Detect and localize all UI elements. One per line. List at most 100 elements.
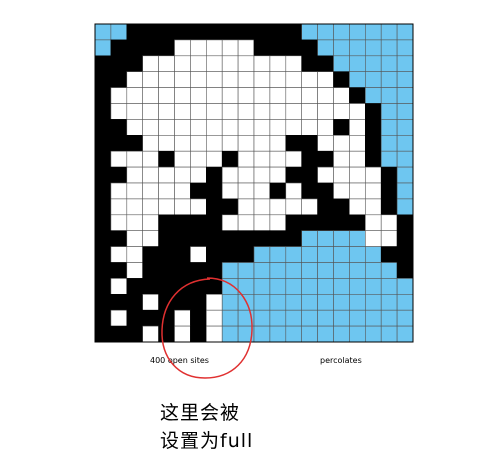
blocked-site[interactable] <box>237 23 255 41</box>
open-site[interactable] <box>126 119 144 136</box>
open-site[interactable] <box>126 246 144 263</box>
open-site[interactable] <box>110 103 128 120</box>
full-site[interactable] <box>380 87 398 104</box>
open-site[interactable] <box>285 71 302 88</box>
open-site[interactable] <box>174 135 191 152</box>
open-site[interactable] <box>237 119 255 136</box>
blocked-site[interactable] <box>158 150 175 168</box>
blocked-site[interactable] <box>221 230 239 247</box>
open-site[interactable] <box>142 214 159 232</box>
open-site[interactable] <box>237 55 255 72</box>
full-site[interactable] <box>333 230 350 247</box>
blocked-site[interactable] <box>301 150 318 168</box>
blocked-site[interactable] <box>333 71 350 88</box>
full-site[interactable] <box>94 23 112 41</box>
full-site[interactable] <box>396 166 414 184</box>
open-site[interactable] <box>301 87 318 104</box>
blocked-site[interactable] <box>94 166 112 184</box>
full-site[interactable] <box>253 309 271 327</box>
full-site[interactable] <box>301 23 318 41</box>
open-site[interactable] <box>221 214 239 232</box>
open-site[interactable] <box>142 119 159 136</box>
open-site[interactable] <box>174 87 191 104</box>
blocked-site[interactable] <box>94 198 112 216</box>
open-site[interactable] <box>253 87 271 104</box>
open-site[interactable] <box>126 182 144 200</box>
open-site[interactable] <box>206 135 223 152</box>
open-site[interactable] <box>110 198 128 216</box>
full-site[interactable] <box>380 119 398 136</box>
full-site[interactable] <box>253 246 271 263</box>
open-site[interactable] <box>158 103 175 120</box>
full-site[interactable] <box>301 230 318 247</box>
open-site[interactable] <box>285 198 302 216</box>
open-site[interactable] <box>269 71 287 88</box>
open-site[interactable] <box>206 150 223 168</box>
blocked-site[interactable] <box>206 198 223 216</box>
open-site[interactable] <box>237 150 255 168</box>
full-site[interactable] <box>333 55 350 72</box>
open-site[interactable] <box>317 135 334 152</box>
full-site[interactable] <box>317 39 334 57</box>
blocked-site[interactable] <box>285 214 302 232</box>
open-site[interactable] <box>126 230 144 247</box>
open-site[interactable] <box>190 103 207 120</box>
open-site[interactable] <box>317 119 334 136</box>
open-site[interactable] <box>364 198 382 216</box>
open-site[interactable] <box>158 55 175 72</box>
blocked-site[interactable] <box>110 262 128 279</box>
full-site[interactable] <box>396 23 414 41</box>
full-site[interactable] <box>396 198 414 216</box>
blocked-site[interactable] <box>317 214 334 232</box>
blocked-site[interactable] <box>94 278 112 295</box>
full-site[interactable] <box>396 182 414 200</box>
blocked-site[interactable] <box>126 23 144 41</box>
blocked-site[interactable] <box>380 198 398 216</box>
full-site[interactable] <box>317 23 334 41</box>
blocked-site[interactable] <box>190 182 207 200</box>
full-site[interactable] <box>317 262 334 279</box>
full-site[interactable] <box>396 293 414 311</box>
open-site[interactable] <box>190 246 207 263</box>
blocked-site[interactable] <box>94 230 112 247</box>
full-site[interactable] <box>380 23 398 41</box>
blocked-site[interactable] <box>317 182 334 200</box>
open-site[interactable] <box>110 150 128 168</box>
open-site[interactable] <box>237 166 255 184</box>
open-site[interactable] <box>333 166 350 184</box>
full-site[interactable] <box>285 309 302 327</box>
full-site[interactable] <box>396 325 414 343</box>
full-site[interactable] <box>285 262 302 279</box>
full-site[interactable] <box>110 23 128 41</box>
blocked-site[interactable] <box>206 246 223 263</box>
open-site[interactable] <box>364 214 382 232</box>
open-site[interactable] <box>301 119 318 136</box>
open-site[interactable] <box>333 182 350 200</box>
full-site[interactable] <box>285 278 302 295</box>
full-site[interactable] <box>317 230 334 247</box>
open-site[interactable] <box>110 182 128 200</box>
blocked-site[interactable] <box>253 230 271 247</box>
open-site[interactable] <box>380 230 398 247</box>
open-site[interactable] <box>206 103 223 120</box>
full-site[interactable] <box>396 135 414 152</box>
full-site[interactable] <box>380 293 398 311</box>
open-site[interactable] <box>174 119 191 136</box>
blocked-site[interactable] <box>301 55 318 72</box>
full-site[interactable] <box>349 262 366 279</box>
open-site[interactable] <box>190 119 207 136</box>
open-site[interactable] <box>158 198 175 216</box>
open-site[interactable] <box>206 71 223 88</box>
open-site[interactable] <box>142 55 159 72</box>
open-site[interactable] <box>269 150 287 168</box>
blocked-site[interactable] <box>110 166 128 184</box>
open-site[interactable] <box>253 182 271 200</box>
open-site[interactable] <box>110 87 128 104</box>
open-site[interactable] <box>110 246 128 263</box>
open-site[interactable] <box>253 135 271 152</box>
open-site[interactable] <box>269 55 287 72</box>
blocked-site[interactable] <box>301 39 318 57</box>
full-site[interactable] <box>380 309 398 327</box>
blocked-site[interactable] <box>94 325 112 343</box>
blocked-site[interactable] <box>301 135 318 152</box>
